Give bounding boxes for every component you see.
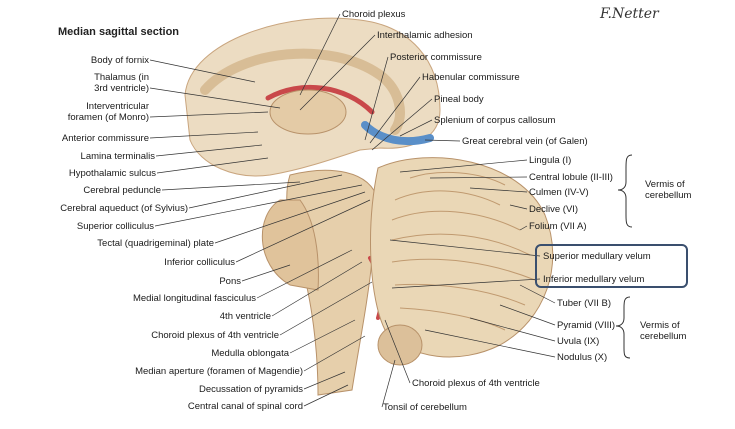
group-vermis-upper: Vermis of cerebellum (645, 179, 691, 201)
label-mlf: Medial longitudinal fasciculus (132, 293, 256, 304)
label-choroid-plexus-4th: Choroid plexus of 4th ventricle (151, 330, 279, 341)
label-foramen-monro: foramen (of Monro) (67, 112, 149, 123)
highlight-box-medullary-velum (535, 244, 688, 288)
label-folium: Folium (VII A) (529, 221, 587, 232)
label-body-of-fornix: Body of fornix (90, 55, 149, 66)
label-interthalamic-adhesion: Interthalamic adhesion (377, 30, 473, 41)
group-vermis-lower-line2: cerebellum (640, 331, 687, 342)
label-nodulus: Nodulus (X) (557, 352, 608, 363)
thalamus (269, 89, 347, 135)
label-superior-medullary-velum: Superior medullary velum (543, 251, 651, 262)
leader-lines (149, 13, 556, 408)
cerebellar-tonsil (377, 324, 423, 366)
group-vermis-lower-line1: Vermis of (640, 320, 680, 331)
vermis-bracket-upper (617, 154, 633, 228)
label-tonsil-cerebellum: Tonsil of cerebellum (383, 402, 467, 413)
label-lamina-terminalis: Lamina terminalis (80, 151, 155, 162)
label-decussation-pyramids: Decussation of pyramids (198, 384, 303, 395)
group-vermis-lower: Vermis of cerebellum (640, 320, 686, 342)
label-great-cerebral-vein: Great cerebral vein (of Galen) (462, 136, 588, 147)
label-thalamus: Thalamus (in (94, 72, 149, 83)
label-choroid-plexus: Choroid plexus (342, 9, 406, 20)
label-tectal-plate: Tectal (quadrigeminal) plate (97, 238, 214, 249)
label-inferior-medullary-velum: Inferior medullary velum (543, 274, 645, 285)
label-interventricular: Interventricular (86, 101, 149, 112)
label-medulla-oblongata: Medulla oblongata (211, 348, 289, 359)
label-inferior-colliculus: Inferior colliculus (164, 257, 235, 268)
label-superior-colliculus: Superior colliculus (76, 221, 154, 232)
cerebellum (370, 157, 554, 358)
label-splenium: Splenium of corpus callosum (434, 115, 556, 126)
label-pyramid: Pyramid (VIII) (557, 320, 616, 331)
label-uvula: Uvula (IX) (557, 336, 600, 347)
artist-signature: F.Netter (600, 6, 659, 22)
group-vermis-upper-line2: cerebellum (645, 190, 692, 201)
label-4th-ventricle: 4th ventricle (219, 311, 271, 322)
label-cerebral-aqueduct: Cerebral aqueduct (of Sylvius) (60, 203, 188, 214)
label-habenular-commissure: Habenular commissure (422, 72, 520, 83)
label-median-aperture: Median aperture (foramen of Magendie) (135, 366, 303, 377)
group-vermis-upper-line1: Vermis of (645, 179, 685, 190)
label-lingula: Lingula (I) (529, 155, 572, 166)
label-central-canal: Central canal of spinal cord (187, 401, 303, 412)
label-choroid-plexus-4th-bottom: Choroid plexus of 4th ventricle (412, 378, 540, 389)
label-anterior-commissure: Anterior commissure (61, 133, 149, 144)
label-posterior-commissure: Posterior commissure (390, 52, 482, 63)
label-declive: Declive (VI) (529, 204, 579, 215)
vermis-bracket-lower (615, 296, 631, 359)
label-cerebral-peduncle: Cerebral peduncle (83, 185, 161, 196)
label-culmen: Culmen (IV-V) (529, 187, 589, 198)
label-tuber: Tuber (VII B) (557, 298, 612, 309)
great-cerebral-vein (361, 121, 434, 146)
corpus-callosum (200, 48, 405, 135)
label-pons: Pons (219, 276, 241, 287)
label-central-lobule: Central lobule (II-III) (529, 172, 613, 183)
section-title: Median sagittal section (58, 26, 180, 38)
label-thalamus-cont: 3rd ventricle) (94, 83, 149, 94)
cerebellar-folia (391, 171, 536, 331)
label-pineal-body: Pineal body (434, 94, 484, 105)
label-hypothalamic-sulcus: Hypothalamic sulcus (68, 168, 156, 179)
